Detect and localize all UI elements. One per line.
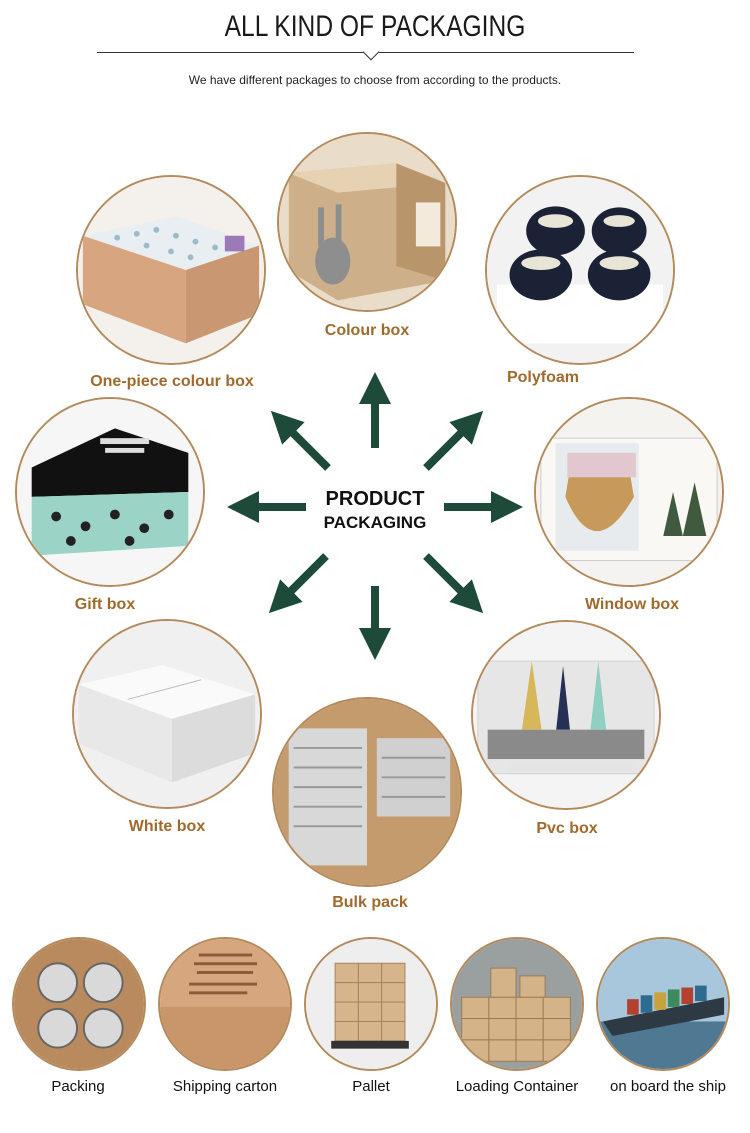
colour-box-image xyxy=(277,132,457,312)
shipping-carton-label: Shipping carton xyxy=(172,1078,278,1095)
polyfoam-label: Polyfoam xyxy=(506,369,579,386)
bulk-pack-illustration xyxy=(274,699,460,885)
gift-box-illustration xyxy=(17,399,203,585)
center-heading-line2: PACKAGING xyxy=(323,513,427,532)
colour-box-label: Colour box xyxy=(324,322,410,339)
ship-illustration xyxy=(598,939,728,1069)
arrow-up-right xyxy=(423,410,484,471)
page-subtitle: We have different packages to choose fro… xyxy=(188,73,562,87)
arrow-up-left xyxy=(270,410,331,471)
window-box-image xyxy=(534,397,724,587)
gift-box-image xyxy=(15,397,205,587)
pvc-box-label: Pvc box xyxy=(536,820,598,837)
colour-box-illustration xyxy=(279,134,455,310)
polyfoam-image xyxy=(485,175,675,365)
loading-container-illustration xyxy=(452,939,582,1069)
loading-container-image xyxy=(450,937,584,1071)
polyfoam-illustration xyxy=(487,177,673,363)
arrow-down-right xyxy=(423,553,484,614)
pvc-box-illustration xyxy=(473,622,659,808)
white-box-image xyxy=(72,619,262,809)
bulk-pack-image xyxy=(272,697,462,887)
packing-image xyxy=(12,937,146,1071)
ship-image xyxy=(596,937,730,1071)
one-piece-colour-box-label: One-piece colour box xyxy=(90,373,254,390)
one-piece-colour-box-illustration xyxy=(78,177,264,363)
pallet-illustration xyxy=(306,939,436,1069)
pallet-image xyxy=(304,937,438,1071)
packing-illustration xyxy=(14,939,144,1069)
center-heading-line1: PRODUCT xyxy=(325,488,425,510)
window-box-label: Window box xyxy=(584,596,680,613)
pallet-label: Pallet xyxy=(352,1078,390,1095)
gift-box-label: Gift box xyxy=(74,596,136,613)
packing-label: Packing xyxy=(51,1078,105,1095)
page-title: ALL KIND OF PACKAGING xyxy=(224,10,526,43)
loading-container-label: Loading Container xyxy=(455,1078,579,1095)
white-box-label: White box xyxy=(128,818,206,835)
shipping-carton-image xyxy=(158,937,292,1071)
one-piece-colour-box-image xyxy=(76,175,266,365)
arrow-down-left xyxy=(268,553,329,614)
bulk-pack-label: Bulk pack xyxy=(332,894,408,911)
shipping-carton-illustration xyxy=(160,939,290,1069)
window-box-illustration xyxy=(536,399,722,585)
white-box-illustration xyxy=(74,621,260,807)
ship-label: on board the ship xyxy=(610,1078,726,1095)
pvc-box-image xyxy=(471,620,661,810)
center-heading: PRODUCT PACKAGING xyxy=(300,488,450,533)
